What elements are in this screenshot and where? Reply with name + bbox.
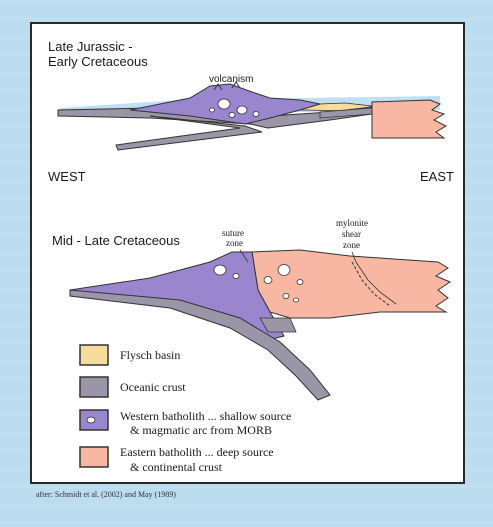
legend-label-western-2: & magmatic arc from MORB — [130, 424, 272, 438]
legend-label-flysch: Flysch basin — [120, 349, 180, 363]
top-pluton — [218, 99, 230, 109]
top-pluton — [253, 112, 259, 117]
bottom-cross-section — [70, 250, 450, 400]
top-eastern-block — [372, 100, 446, 138]
mylonite-label-zone: zone — [343, 240, 360, 250]
legend-swatch-eastern — [80, 447, 108, 467]
legend — [80, 345, 108, 467]
bottom-pluton — [233, 274, 239, 279]
legend-label-oceanic: Oceanic crust — [120, 381, 186, 395]
mylonite-label: mylonite — [336, 218, 368, 228]
legend-label-eastern: Eastern batholith ... deep source — [120, 446, 274, 460]
top-pluton — [210, 108, 215, 112]
top-pluton — [229, 113, 235, 118]
bottom-pluton — [278, 265, 290, 276]
legend-label-eastern-2: & continental crust — [130, 461, 222, 475]
legend-swatch-oceanic — [80, 377, 108, 397]
top-title-line1: Late Jurassic - — [48, 40, 168, 55]
top-title-line2: Early Cretaceous — [48, 55, 148, 70]
citation-footer: after: Schmidt et al. (2002) and May (19… — [36, 490, 176, 499]
bottom-eastern-batholith — [252, 250, 450, 318]
bottom-pluton — [283, 294, 289, 299]
legend-label-western: Western batholith ... shallow source — [120, 410, 291, 424]
bottom-pluton — [264, 277, 272, 284]
bottom-pluton — [294, 298, 299, 302]
bottom-pluton — [214, 265, 226, 275]
west-label: WEST — [48, 170, 86, 185]
volcanism-label: volcanism — [209, 74, 253, 86]
bottom-title: Mid - Late Cretaceous — [52, 234, 180, 249]
legend-swatch-flysch — [80, 345, 108, 365]
suture-label: suture — [222, 228, 244, 238]
east-label: EAST — [420, 170, 454, 185]
top-cross-section — [58, 82, 446, 150]
suture-label-zone: zone — [226, 238, 243, 248]
top-pluton — [237, 106, 247, 114]
bottom-pluton — [297, 280, 303, 285]
mylonite-label-shear: shear — [342, 229, 361, 239]
legend-pluton-icon — [87, 417, 95, 423]
